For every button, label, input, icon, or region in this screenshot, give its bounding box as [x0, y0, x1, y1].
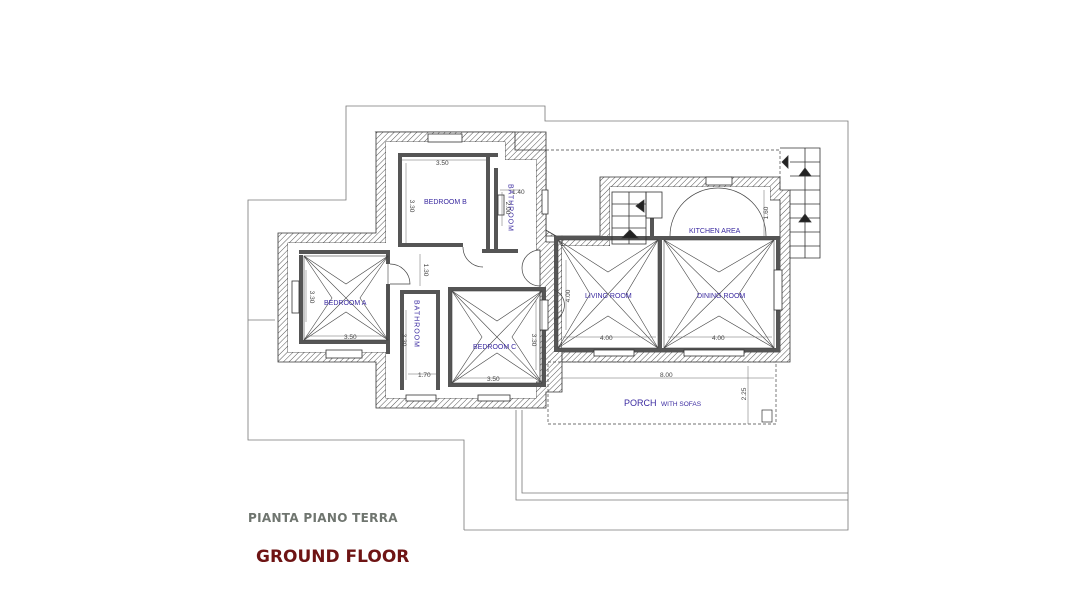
dim-porch-depth: 2.25 [741, 387, 748, 400]
dim-living-width: 4.00 [600, 335, 613, 342]
dim-bedroom-c-width: 3.50 [487, 376, 500, 383]
label-bedroom-a: BEDROOM A [324, 300, 367, 307]
windows [291, 133, 783, 402]
dim-bedroom-b-height: 3.30 [408, 200, 415, 213]
label-bathroom-b: BATHROOM [507, 184, 514, 232]
site-outline [247, 105, 849, 531]
label-bedroom-b: BEDROOM B [424, 199, 467, 206]
dim-porch-width: 8.00 [660, 372, 673, 379]
dim-bathroom-a-width: 1.70 [418, 372, 431, 379]
ceiling-patterns [303, 239, 775, 384]
dim-bathroom-b-height: 2.00 [504, 202, 511, 215]
dim-bedroom-a-width: 3.50 [344, 334, 357, 341]
dim-dining-width: 4.00 [712, 335, 725, 342]
staircase [611, 147, 821, 259]
dim-bedroom-a-height: 3.30 [308, 291, 315, 304]
label-bathroom-a: BATHROOM [413, 300, 420, 348]
title-english: GROUND FLOOR [256, 547, 410, 567]
dim-bedroom-c-height: 3.30 [530, 334, 537, 347]
porch-outline [546, 149, 781, 425]
title-italian: PIANTA PIANO TERRA [248, 511, 398, 525]
dim-bedroom-b-width: 3.50 [436, 160, 449, 167]
label-bedroom-c: BEDROOM C [473, 344, 516, 351]
label-living-room: LIVING ROOM [585, 293, 632, 300]
dim-corridor: 1.30 [422, 264, 429, 277]
dim-bathroom-b-width: 1.40 [512, 189, 525, 196]
dim-living-height: 4.00 [565, 289, 572, 302]
dimension-lines [305, 159, 774, 424]
label-porch: PORCH [624, 398, 657, 408]
dim-kitchen-depth: 1.60 [763, 206, 770, 219]
dim-bathroom-a-height: 3.30 [400, 334, 407, 347]
label-dining-room: DINING ROOM [697, 293, 745, 300]
label-porch-note: WITH SOFAS [661, 401, 702, 408]
label-kitchen-area: KITCHEN AREA [689, 228, 741, 235]
